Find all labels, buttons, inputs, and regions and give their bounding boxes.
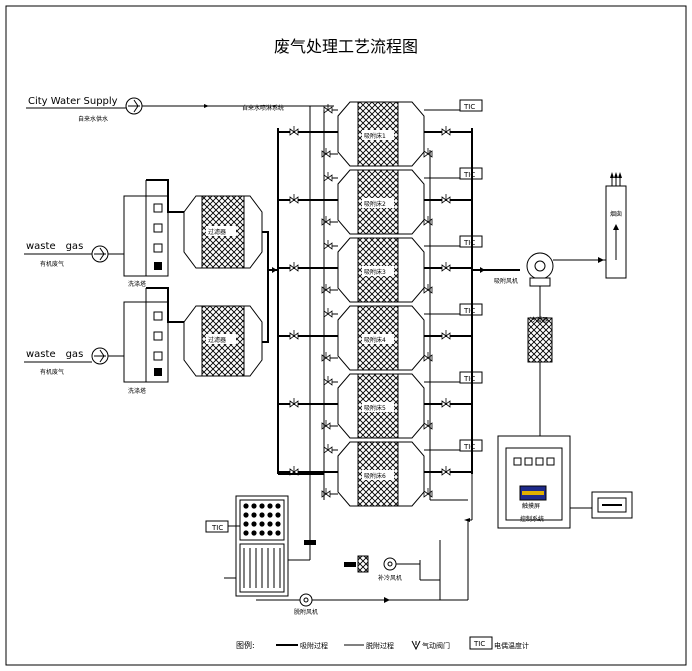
legend-valve: 气动阀门 [422,641,450,650]
adsorber-bed-label: 吸附床5 [364,404,386,412]
legend-desorption: 脱附过程 [366,641,394,650]
legend-adsorption: 吸附过程 [300,641,328,650]
adsorber-bed-6: 吸附床6 TIC [278,439,483,507]
tic-box: TIC [463,443,475,451]
filter-1 [183,195,263,269]
chimney-label: 烟囱 [610,210,622,218]
cooling-fan-icon [344,555,397,573]
diagram-frame [5,5,687,666]
legend-thermometer: 电偶温度计 [494,641,529,650]
scrubber-tower-1 [123,180,169,277]
scrubber-2-label: 洗涤塔 [128,387,146,395]
tic-box: TIC [463,239,475,247]
tic-box: TIC [463,171,475,179]
chimney [605,172,627,279]
condenser-label: 冷凝器 [530,316,548,324]
city-water-sub: 自来水供水 [78,115,108,123]
adsorber-bed-label: 吸附床4 [364,336,386,344]
legend: 图例: 吸附过程 脱附过程 气动阀门 TIC 电偶温度计 [236,636,529,651]
adsorber-bed-3: 吸附床3 TIC [278,235,483,303]
tic-box: TIC [463,307,475,315]
adsorber-bed-5: 吸附床5 TIC [278,371,483,439]
city-water-label: City Water Supply [28,96,118,107]
adsorber-bed-2: 吸附床2 TIC [278,167,483,235]
tic-box: TIC [463,375,475,383]
heat-exchanger [235,495,289,597]
tic-box: TIC [463,103,475,111]
adsorption-fan-label: 吸附风机 [494,277,518,285]
filter-2 [183,305,263,377]
inlet-1-sub: 有机废气 [40,260,64,268]
adsorber-bed-label: 吸附床3 [364,268,386,276]
adsorber-bed-4: 吸附床4 TIC [278,303,483,371]
adsorber-bed-label: 吸附床2 [364,200,386,208]
inlet-2-fan-icon [91,347,109,365]
inlet-2-sub: 有机废气 [40,368,64,376]
adsorber-bed-label: 吸附床6 [364,472,386,480]
desorption-fan-icon [299,593,313,607]
control-system-label: 控制系统 [520,515,544,523]
control-screen-label: 触摸屏 [522,502,540,510]
legend-tic-box: TIC [473,640,485,648]
filter-1-label: 过滤器 [208,228,226,236]
display-panel-icon [591,491,633,519]
city-water-pump-icon [125,97,143,115]
filter-2-label: 过滤器 [208,336,226,344]
inlet-2-label: waste gas [26,349,83,360]
water-line-label: 自来水喷淋系统 [242,104,284,112]
adsorber-bed-label: 吸附床1 [364,132,386,140]
desorption-fan-label: 脱附风机 [294,608,318,616]
inlet-1-label: waste gas [26,241,83,252]
bottom-tic-label: TIC [211,524,223,532]
legend-title: 图例: [236,640,255,650]
scrubber-1-label: 洗涤塔 [128,280,146,288]
control-cabinet [497,435,571,529]
inlet-1-fan-icon [91,245,109,263]
adsorption-fan-icon [526,252,554,287]
condenser-block [527,317,553,363]
adsorber-bed-1: 吸附床1 TIC [278,99,483,167]
scrubber-tower-2 [123,288,169,383]
diagram-title: 废气处理工艺流程图 [274,37,418,56]
cooling-fan-label: 补冷风机 [378,574,402,582]
